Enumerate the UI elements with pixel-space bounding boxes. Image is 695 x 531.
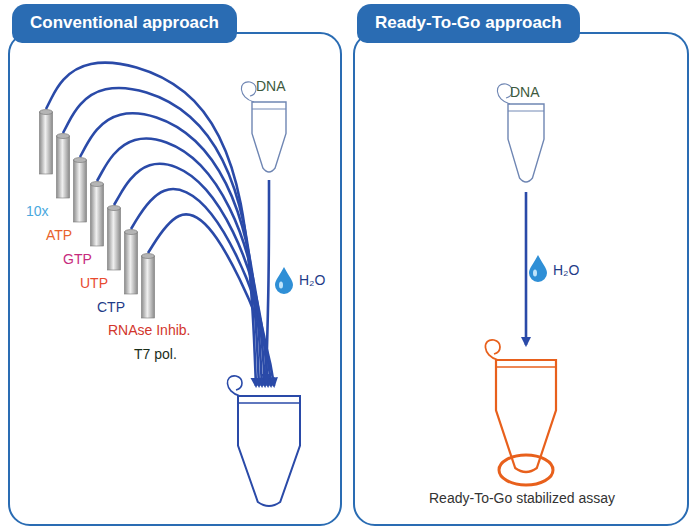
dna-label: DNA <box>510 84 540 100</box>
panel-heading: Ready-To-Go approach <box>357 4 580 43</box>
water-drop <box>529 255 547 282</box>
reagent-label: CTP <box>97 299 125 315</box>
water-drop <box>275 267 293 294</box>
caption-text: Ready-To-Go stabilized assay <box>429 490 615 506</box>
reagent-tube <box>142 254 155 319</box>
reagent-label: GTP <box>63 251 92 267</box>
reagent-tube <box>91 182 104 247</box>
reagent-label: RNAse Inhib. <box>108 322 190 338</box>
reagent-label: 10x <box>26 203 49 219</box>
water-label: H₂O <box>299 272 325 288</box>
panel-box: Ready-To-Go approach <box>353 32 689 526</box>
dna-tube <box>497 84 544 182</box>
dna-tube <box>241 82 286 172</box>
dna-arrow <box>266 180 269 382</box>
reagent-arrow <box>63 88 259 386</box>
reaction-tube <box>227 376 300 506</box>
dna-arrow <box>525 192 528 345</box>
dna-label: DNA <box>256 78 286 94</box>
ready-to-go-tube <box>485 340 556 472</box>
water-label: H₂O <box>553 262 579 278</box>
reagent-label: T7 pol. <box>134 346 177 362</box>
reagent-tube <box>40 110 53 175</box>
drawing <box>40 63 557 506</box>
reagent-label: UTP <box>80 275 108 291</box>
reagent-tube <box>57 134 70 199</box>
reagent-arrow <box>131 189 271 386</box>
pellet-ring <box>499 455 553 485</box>
reagent-tube <box>108 206 121 271</box>
reagent-tube <box>74 158 87 223</box>
reagent-tube <box>125 230 138 295</box>
panel-box: Conventional approach <box>8 32 342 526</box>
panel-heading: Conventional approach <box>12 4 237 43</box>
reagent-arrow <box>46 63 256 386</box>
reagent-label: ATP <box>46 227 72 243</box>
